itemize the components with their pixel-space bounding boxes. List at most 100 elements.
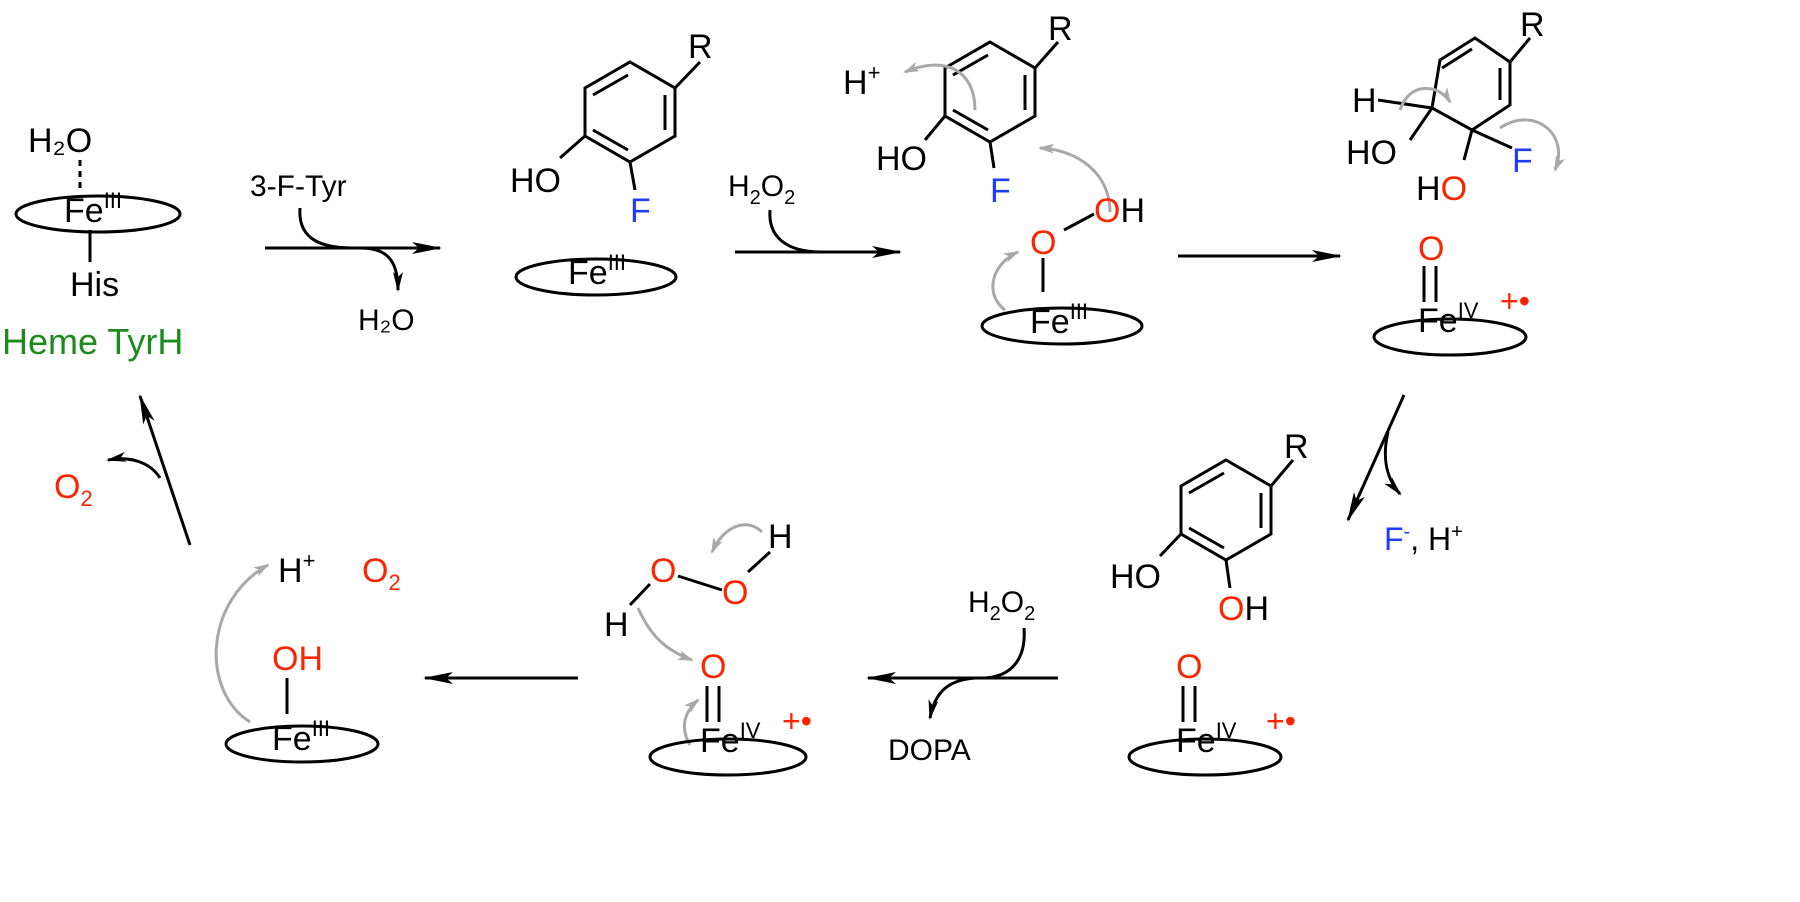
- dopa-label: DOPA: [888, 734, 971, 767]
- porphyrin-ring: [14, 194, 182, 234]
- hydroxyl-bond: [1158, 532, 1183, 558]
- ring-double-bond: [952, 108, 989, 132]
- peroxide-hydrogen-right: H: [768, 518, 793, 556]
- porphyrin-ring: [1127, 737, 1283, 777]
- fluoride-proton-label: F-, H+: [1384, 521, 1463, 557]
- r-group-bond: [1508, 37, 1532, 63]
- proximal-oxygen: O: [1030, 224, 1056, 262]
- hydroxyl-bond: [923, 115, 947, 141]
- water-out-arrow: [359, 246, 403, 292]
- ring-double-bond: [1188, 526, 1225, 550]
- substrate-binding-step: 3-F-Tyr H₂O: [250, 170, 442, 337]
- r-group-bond: [1269, 459, 1295, 487]
- water-ligand-label: H₂O: [28, 122, 92, 160]
- iron-label: FeIII: [1030, 299, 1088, 341]
- reaction-arrow-7: [138, 394, 192, 546]
- r-group-label: R: [1284, 428, 1309, 466]
- peroxide-binding-step: H2O2: [728, 170, 902, 258]
- hydrogen-transfer-arrow: [710, 523, 764, 554]
- radical-cation-label: +•: [782, 703, 812, 739]
- hydride-shift-arrow: [1398, 86, 1452, 111]
- water-released-label: H₂O: [358, 304, 415, 337]
- hydroxyl-bond: [1408, 107, 1434, 141]
- oxo-oxygen: O: [1176, 648, 1202, 686]
- oh-bond: [746, 550, 772, 574]
- fluorine-label: F: [990, 172, 1011, 210]
- fluoride-out-arrow: [1383, 431, 1402, 496]
- peroxide-in-curve: [768, 209, 823, 254]
- porphyrin-ring: [980, 306, 1144, 346]
- r-group-label: R: [688, 28, 713, 66]
- catechol-product-state: R HO OH O FeIV +•: [1110, 428, 1309, 777]
- iron-label: FeIV: [1418, 298, 1479, 340]
- released-oxygen-label: O2: [362, 552, 401, 595]
- hydroxyl-label: HO: [1110, 558, 1161, 596]
- substrate-in-curve: [298, 207, 353, 250]
- regeneration-step: O2: [54, 394, 192, 546]
- fluorotyrosine-ring: [583, 60, 677, 164]
- peroxide-label: H2O2: [728, 170, 795, 209]
- oxo-attack-arrow: [636, 607, 694, 662]
- ring-double-bond: [1188, 471, 1225, 495]
- substrate-ring: [943, 40, 1037, 144]
- r-group-label: R: [1520, 6, 1545, 44]
- peroxide-hydrogen-left: H: [604, 606, 629, 644]
- hydroxide-label: OH: [272, 640, 323, 678]
- hydroxyl-label: HO: [1346, 134, 1397, 172]
- proton-label: H+: [278, 548, 315, 590]
- iron-label: FeIII: [64, 188, 122, 230]
- peroxide-in-curve: [984, 627, 1026, 680]
- hydroperoxo-state: R HO F H+ O OH FeIII: [843, 10, 1145, 346]
- ipso-hydrogen: H: [1352, 82, 1377, 120]
- oxygen-attack-arrow: [1038, 143, 1112, 213]
- radical-cation-label: +•: [1500, 283, 1530, 319]
- iron-label: FeIV: [700, 718, 761, 760]
- dopa-out-arrow: [928, 676, 976, 720]
- oxygen-released-label: O2: [54, 468, 93, 511]
- hydroxyl-bond: [559, 134, 586, 160]
- hydroxyl-label: HO: [510, 162, 561, 200]
- porphyrin-ring: [514, 257, 678, 297]
- iron-label: FeIII: [568, 250, 626, 292]
- oxo-oxygen: O: [700, 648, 726, 686]
- heme-tyrh-title: Heme TyrH: [2, 321, 183, 362]
- new-hydroxyl-label: OH: [1218, 590, 1269, 628]
- peroxo-oo-bond: [1063, 212, 1095, 232]
- compound-one-intermediate: R H HO HO F O FeIV +•: [1346, 6, 1566, 357]
- fluorine-label: F: [1512, 142, 1533, 180]
- peroxide-label: H2O2: [968, 586, 1035, 625]
- reaction-arrow-4: [1346, 394, 1406, 522]
- fluorine-bond: [628, 161, 637, 191]
- substrate-label: 3-F-Tyr: [250, 170, 347, 203]
- porphyrin-ring: [1372, 317, 1528, 357]
- fluorine-label: F: [630, 192, 651, 230]
- radical-cation-label: +•: [1266, 703, 1296, 739]
- r-group-bond: [1033, 41, 1060, 69]
- electron-return-arrow: [682, 698, 700, 746]
- catechol-ring: [1179, 458, 1273, 562]
- catalase-step-in: H2O2 DOPA: [866, 586, 1058, 767]
- r-group-label: R: [1048, 10, 1073, 48]
- hydroxyl-label: HO: [876, 140, 927, 178]
- compound-one-peroxide: H O O H O FeIV +•: [604, 518, 812, 777]
- oxygen-out-arrow: [106, 451, 162, 479]
- histidine-label: His: [70, 266, 119, 304]
- fluorine-bond: [988, 141, 996, 169]
- proton-label: H+: [843, 60, 880, 102]
- ferric-hydroxide-state: H+ O2 OH FeIII: [214, 548, 401, 764]
- heterolysis-arrow: [991, 250, 1020, 312]
- peroxide-oxygen-left: O: [650, 552, 676, 590]
- oxo-oxygen: O: [1418, 230, 1444, 268]
- new-hydroxyl-bond: [1462, 129, 1474, 161]
- r-group-bond: [673, 60, 702, 90]
- peroxide-oxygen-right: O: [722, 574, 748, 612]
- cf-bond: [1471, 128, 1513, 150]
- ring-double-bond: [592, 128, 629, 152]
- porphyrin-ring: [224, 724, 380, 764]
- dienone-ring: [1430, 36, 1512, 132]
- distal-hydroxyl: OH: [1094, 192, 1145, 230]
- resting-heme-state: H₂O FeIII His Heme TyrH: [2, 122, 183, 362]
- defluorination-step: F-, H+: [1346, 394, 1463, 557]
